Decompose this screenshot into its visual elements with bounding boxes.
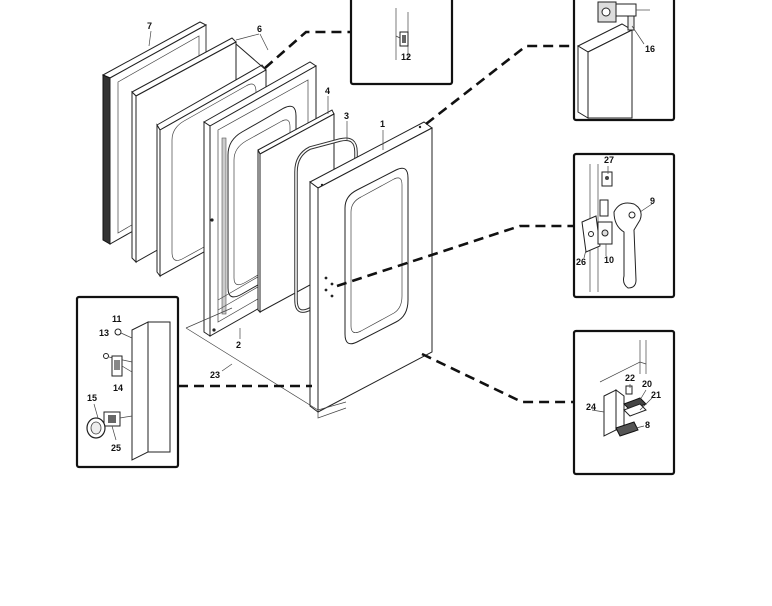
callout-10: 10: [604, 255, 614, 265]
part-23-base-outline: [185, 307, 347, 419]
callout-15: 15: [87, 393, 97, 403]
callout-16: 16: [645, 44, 655, 54]
callout-24: 24: [586, 402, 596, 412]
callout-23: 23: [210, 370, 220, 380]
callout-8: 8: [645, 420, 650, 430]
callout-21: 21: [651, 390, 661, 400]
callout-11: 11: [112, 314, 122, 324]
detail-box-upper-hinge: 16: [572, 0, 676, 122]
callout-20: 20: [642, 379, 652, 389]
callout-1: 1: [380, 119, 385, 129]
callout-6: 6: [257, 24, 262, 34]
callout-2: 2: [236, 340, 241, 350]
dashed-leaders: [178, 30, 576, 404]
callout-14: 14: [113, 383, 123, 393]
callout-3: 3: [344, 111, 349, 121]
detail-box-glass-clip: 12: [349, 0, 454, 86]
detail-box-handle: 27 9 26 10: [572, 152, 676, 299]
callout-4: 4: [325, 86, 330, 96]
main-callouts: 7 6 4 3 1 2 23: [147, 21, 385, 380]
part-1-outer-door: [309, 121, 433, 413]
detail-box-catch: 11 13 14 15 25: [75, 295, 180, 469]
callout-27: 27: [604, 155, 614, 165]
callout-13: 13: [99, 328, 109, 338]
callout-7: 7: [147, 21, 152, 31]
callout-25: 25: [111, 443, 121, 453]
callout-12: 12: [401, 52, 411, 62]
callout-26: 26: [576, 257, 586, 267]
callout-9: 9: [650, 196, 655, 206]
detail-box-lower-hinge: 22 20 21 24 8: [572, 329, 676, 476]
callout-22: 22: [625, 373, 635, 383]
